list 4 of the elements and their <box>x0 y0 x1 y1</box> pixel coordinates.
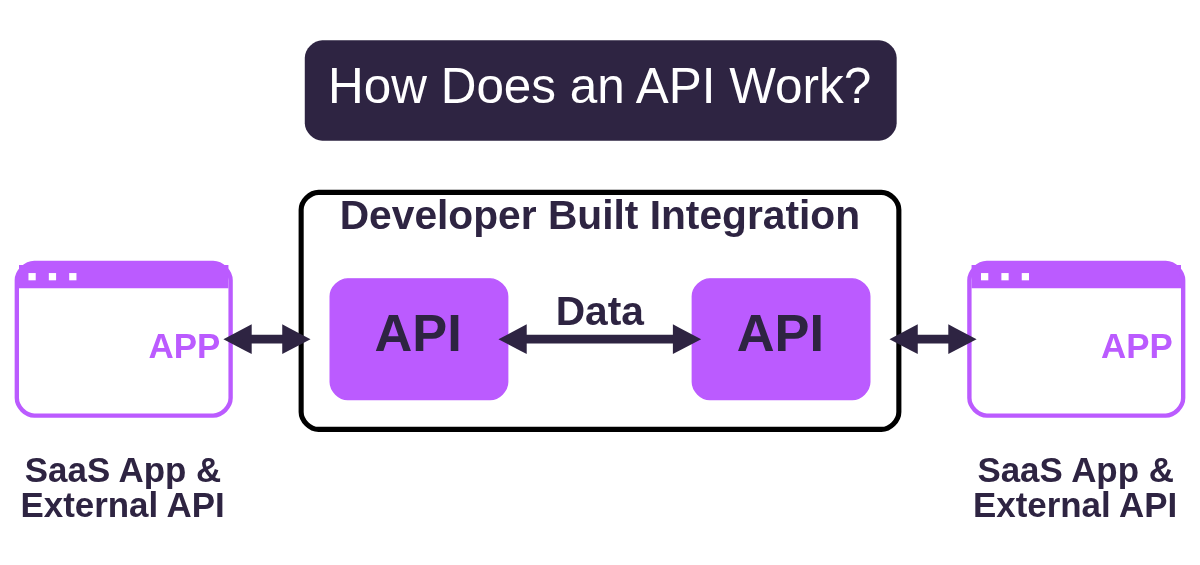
diagram-title: How Does an API Work? <box>328 58 872 114</box>
edge-label: Data <box>555 288 644 335</box>
node-label: SaaS App & External API <box>20 450 225 524</box>
node-label: SaaS App & External API <box>973 450 1178 524</box>
